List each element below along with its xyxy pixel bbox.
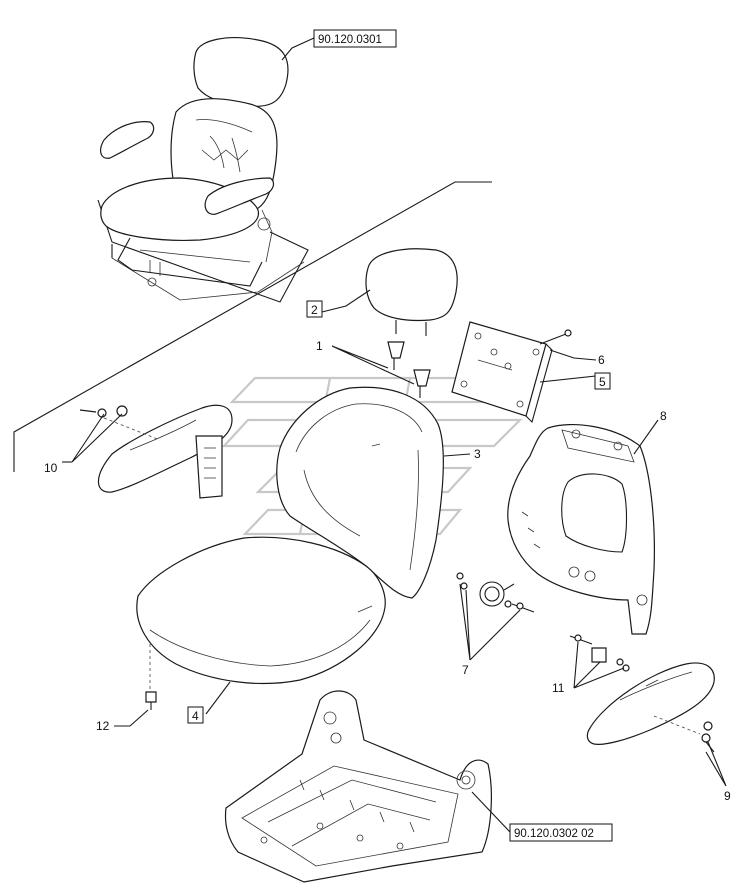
callout-2: 2	[311, 303, 318, 317]
callout-8: 8	[660, 409, 667, 423]
reference-seat-assembly: 90.120.0301	[318, 34, 382, 46]
backrest-cover	[276, 386, 444, 599]
callout-12: 12	[96, 719, 110, 733]
overview-seat	[97, 37, 309, 303]
callout-9: 9	[724, 789, 731, 803]
callout-5: 5	[599, 375, 606, 389]
leader-lines	[62, 37, 727, 833]
reference-box-bottom	[509, 823, 613, 842]
headrest	[365, 248, 458, 398]
armrest-left	[79, 404, 233, 499]
section-divider	[13, 181, 492, 472]
callout-11: 11	[552, 681, 565, 695]
callout-3: 3	[474, 447, 481, 461]
bolt-set	[569, 634, 630, 672]
bolt	[145, 691, 157, 710]
callout-7: 7	[462, 663, 469, 677]
callout-labels: 1 2 3 4 5 6 7 8 9 10 11 12	[44, 300, 731, 803]
callout-1: 1	[316, 339, 323, 353]
callout-5-box	[594, 372, 611, 390]
reference-labels: 90.120.0301 90.120.0302 02	[313, 29, 613, 842]
callout-4: 4	[192, 709, 199, 723]
callout-4-box	[187, 706, 204, 724]
seat-cushion	[136, 536, 386, 692]
callout-2-box	[306, 300, 323, 318]
screw	[539, 329, 572, 345]
armrest-right	[586, 662, 715, 753]
backrest-frame	[507, 423, 655, 635]
callout-6: 6	[598, 353, 605, 367]
back-panel	[451, 321, 553, 424]
seat-frame	[224, 690, 492, 883]
reference-seat-frame: 90.120.0302 02	[514, 828, 594, 840]
spring-kit	[456, 572, 535, 613]
reference-box-top	[313, 29, 397, 48]
callout-10: 10	[44, 461, 58, 475]
